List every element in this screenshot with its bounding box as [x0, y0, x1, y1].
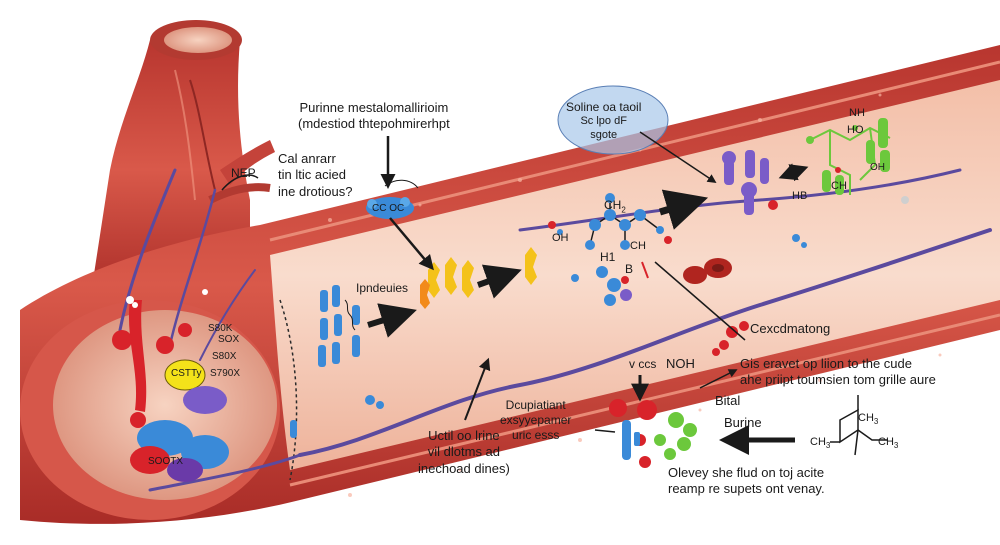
green-molecules — [806, 118, 891, 195]
noh-label: NOH — [666, 356, 695, 371]
oh-label: OH — [552, 232, 569, 244]
nh-label: NH — [849, 107, 865, 119]
ch-green-label: CH — [831, 180, 847, 192]
soline-label: Soline oa taoil Sc lpo dF sgote — [566, 100, 642, 141]
red-blood-cells — [683, 258, 732, 284]
cexcdmatong-label: Cexcdmatong — [750, 321, 831, 336]
v-ccs-label: v ccs — [629, 357, 657, 371]
cell-label-s80k: S80K — [208, 323, 233, 334]
gis-eravet-label: Gis eravet op liion to the cude ahe prii… — [740, 356, 936, 388]
ch3-right-label: CH3 — [878, 436, 899, 451]
oh2-label: OH — [870, 162, 885, 173]
hb-label: HB — [792, 190, 808, 202]
small-molecules — [290, 196, 909, 438]
soline-bubble — [557, 85, 669, 155]
ipndeuies-label: Ipndeuies — [356, 281, 409, 295]
bital-label: Bital — [715, 393, 741, 408]
ch3-top-label: CH3 — [858, 412, 879, 427]
ho-label: HO — [847, 124, 864, 136]
top-blue-molecule — [366, 197, 414, 219]
uctil-label: Uctil oo lrine vil dlotms ad inechoad di… — [418, 428, 510, 476]
cluster-molecule — [571, 266, 632, 306]
b-label: B — [625, 262, 634, 276]
ch-label: CH — [630, 240, 646, 252]
cell-label-sox: SOX — [218, 334, 240, 345]
purine-title-label: Purinne mestalomallirioim (mdestiod thte… — [298, 100, 450, 132]
nep-label: NEP — [231, 166, 256, 180]
h1-label: H1 — [600, 250, 616, 264]
cell-label-cc-oc: CC OC — [372, 203, 405, 214]
purple-molecules — [722, 150, 778, 215]
cell-label-sootx: SOOTX — [148, 456, 184, 467]
blue-molecule-stack — [318, 285, 360, 367]
cell-cluster — [126, 289, 229, 482]
cal-anrarr-label: Cal anrarr tin ltic acied ine drotious? — [278, 151, 353, 199]
cell-label-cstty: CSTTy — [171, 368, 202, 379]
yellow-molecules — [420, 247, 537, 309]
ch3-left-label: CH3 — [810, 436, 831, 451]
ch2-label: CH2 — [604, 198, 626, 215]
flow-arrows — [221, 131, 809, 455]
olevey-label: Olevey she flud on toj acite reamp re su… — [668, 465, 825, 497]
red-structures — [112, 300, 192, 428]
blue-ball-molecule — [548, 193, 672, 250]
outside-molecules — [609, 321, 749, 468]
cell-label-s80x: S80X — [212, 351, 237, 362]
skeletal-structure — [830, 395, 888, 456]
burine-label: Burine — [724, 415, 762, 430]
cell-label-s790x: S790X — [210, 368, 241, 379]
dcupiatiant-label: Dcupiatiant exsyyepamer uric esss — [500, 398, 572, 442]
